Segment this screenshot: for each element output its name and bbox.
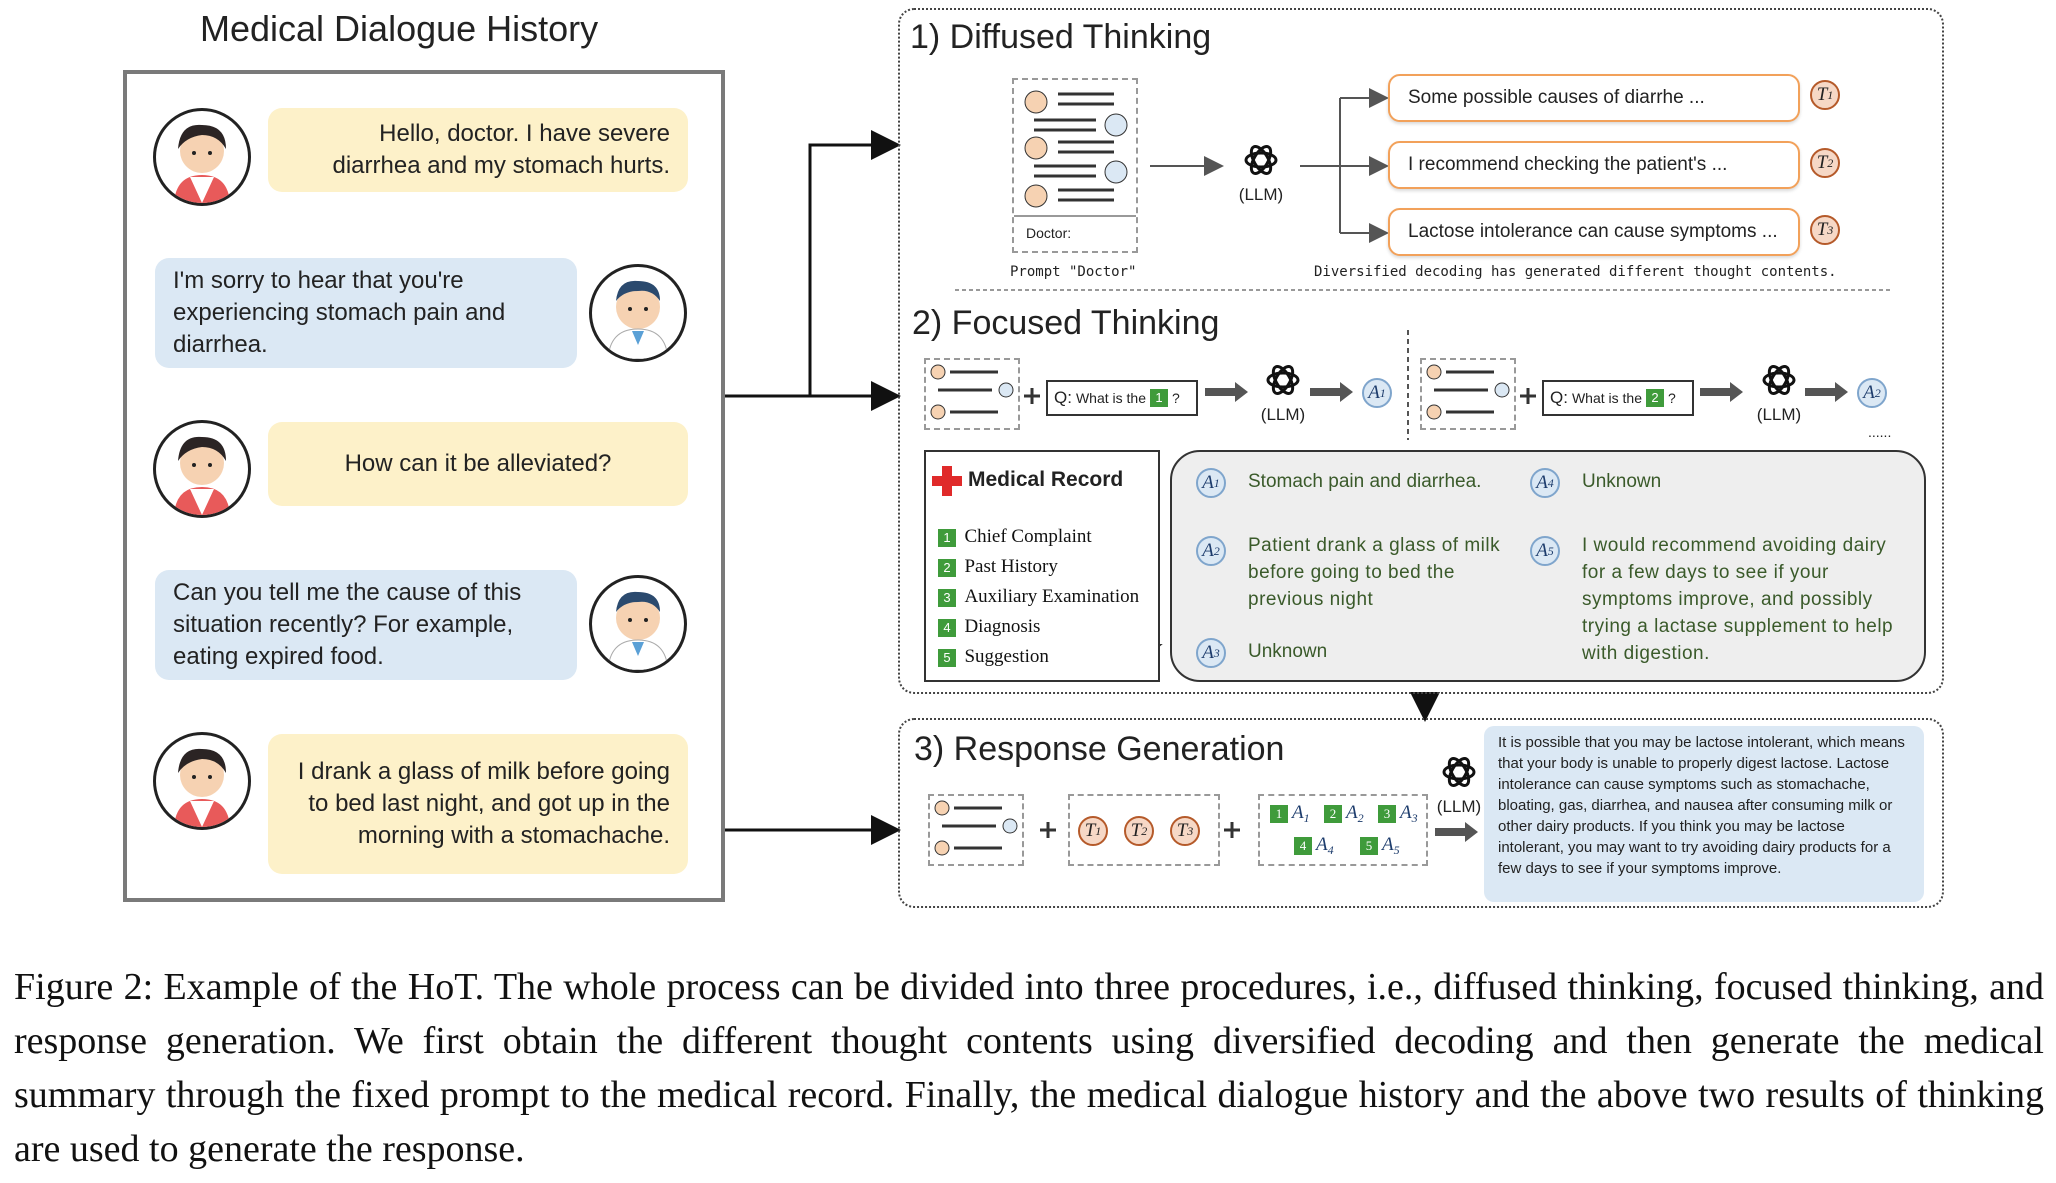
answer-text: I would recommend avoiding dairy for a f… [1582, 535, 1894, 664]
stage-3-box [898, 718, 1944, 908]
record-item: 2 Past History [934, 552, 1139, 582]
answer-text: Stomach pain and diarrhea. [1248, 471, 1482, 492]
record-item: 5 Suggestion [934, 642, 1139, 672]
openai-icon [1266, 365, 1300, 395]
mini-doc-icon [924, 358, 1020, 430]
answer-text: Patient drank a glass of milk before goi… [1248, 535, 1501, 610]
llm-label: (LLM) [1238, 185, 1284, 204]
doctor-avatar [589, 575, 687, 673]
mini-doc-icon [928, 794, 1024, 866]
patient-avatar [153, 420, 251, 518]
dialogue-bubble-patient: I drank a glass of milk before going to … [268, 734, 688, 874]
focused-arrows [1205, 382, 1848, 842]
prompt-document: Doctor: [1012, 78, 1138, 253]
llm-label: (LLM) [1436, 797, 1482, 816]
stage-1-2-box [898, 8, 1944, 694]
dialogue-bubble-doctor: I'm sorry to hear that you're experienci… [155, 258, 577, 368]
doctor-avatar [589, 264, 687, 362]
llm-label: (LLM) [1260, 405, 1306, 424]
bubble-text: I drank a glass of milk before going to … [297, 758, 670, 849]
dialogue-bubble-patient: How can it be alleviated? [268, 422, 688, 506]
prompt-caption: Prompt "Doctor" [1010, 264, 1137, 280]
bubble-text: Can you tell me the cause of this situat… [173, 579, 522, 670]
response-title: 3) Response Generation [914, 730, 1285, 768]
mini-doc-icon [1420, 358, 1516, 430]
doctor-slot: Doctor: [1014, 215, 1136, 253]
llm-node: (LLM) [1234, 140, 1288, 205]
ellipsis: ...... [1868, 424, 1892, 440]
llm-node: (LLM) [1752, 360, 1806, 425]
thought-3: Lactose intolerance can cause symptoms .… [1388, 208, 1800, 256]
dialogue-panel [123, 70, 725, 902]
patient-avatar [153, 732, 251, 830]
dialogue-title: Medical Dialogue History [200, 8, 599, 49]
medical-record-card: Medical Record 1 Chief Complaint 2 Past … [924, 450, 1160, 682]
generated-response: It is possible that you may be lactose i… [1484, 726, 1924, 902]
patient-avatar [153, 108, 251, 206]
record-item: 4 Diagnosis [934, 612, 1139, 642]
llm-node: (LLM) [1432, 752, 1486, 817]
record-items: 1 Chief Complaint 2 Past History 3 Auxil… [934, 522, 1139, 672]
thought-1: Some possible causes of diarrhe ... [1388, 74, 1800, 122]
medical-record-title: Medical Record [968, 468, 1124, 491]
dialogue-bubble-doctor: Can you tell me the cause of this situat… [155, 570, 577, 680]
answer-text: Unknown [1582, 471, 1662, 492]
thought-2: I recommend checking the patient's ... [1388, 141, 1800, 189]
diffused-title: 1) Diffused Thinking [910, 18, 1212, 56]
bubble-text: Hello, doctor. I have severe diarrhea an… [332, 120, 671, 179]
bubble-text: I'm sorry to hear that you're experienci… [173, 267, 506, 358]
arrow-to-diffused [725, 130, 901, 398]
dialogue-bubble-patient: Hello, doctor. I have severe diarrhea an… [268, 108, 688, 192]
bubble-text: How can it be alleviated? [344, 450, 612, 477]
llm-node: (LLM) [1256, 360, 1310, 425]
record-item: 3 Auxiliary Examination [934, 582, 1139, 612]
plus-signs [1024, 388, 1536, 838]
red-cross-icon [932, 466, 962, 496]
openai-icon [1762, 365, 1796, 395]
figure-caption: Figure 2: Example of the HoT. The whole … [14, 966, 2044, 1170]
record-item: 1 Chief Complaint [934, 522, 1139, 552]
openai-icon [1244, 145, 1278, 175]
focused-title: 2) Focused Thinking [912, 304, 1220, 342]
answer-text: Unknown [1248, 641, 1328, 662]
decoding-caption: Diversified decoding has generated diffe… [1314, 264, 1837, 280]
llm-label: (LLM) [1756, 405, 1802, 424]
openai-icon [1442, 757, 1476, 787]
